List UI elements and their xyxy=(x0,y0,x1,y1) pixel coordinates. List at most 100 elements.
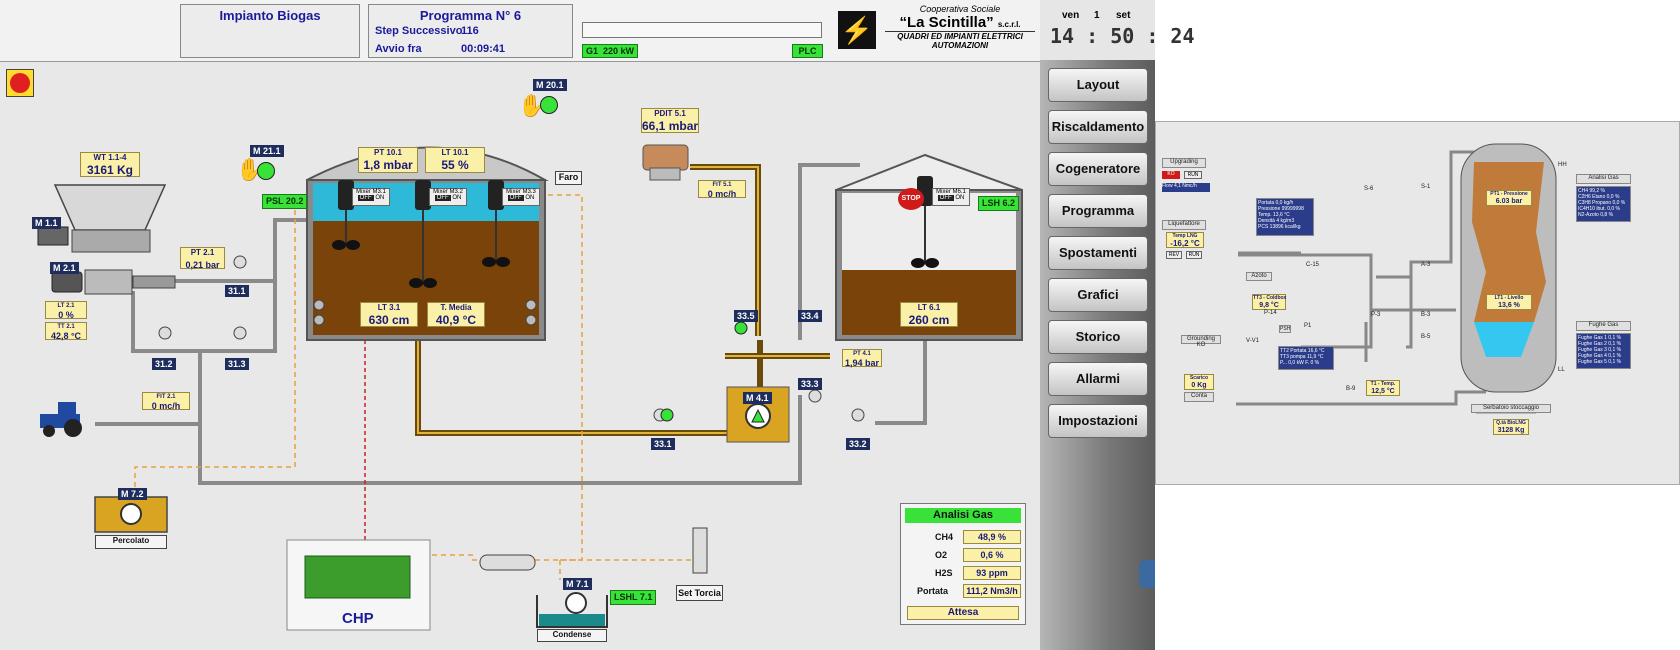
props-table: Portata 0,0 kg/h Pressione 99999998 Temp… xyxy=(1256,198,1314,236)
upgrading-label: Upgrading xyxy=(1162,158,1206,168)
clock-month: set xyxy=(1116,10,1131,21)
emergency-stop-button[interactable] xyxy=(6,69,34,97)
analisi2-row: CH4 99,2 % xyxy=(1578,188,1605,194)
gas-row-value: 111,2 Nm3/h xyxy=(963,584,1021,598)
logo-bolt-icon: ⚡ xyxy=(838,11,876,49)
tag-v313: 31.3 xyxy=(225,358,249,370)
analisi2-row: N2-Azoto 0,8 % xyxy=(1578,212,1614,218)
mixer-m61-on[interactable]: ON xyxy=(955,195,965,201)
mixer-m32-label: Mixer M3.2 xyxy=(433,189,463,195)
percolato-pump xyxy=(120,503,142,525)
separator xyxy=(642,144,689,181)
prop-row: Pressione 99999998 xyxy=(1258,206,1304,212)
tag-m21: M 21.1 xyxy=(250,145,284,157)
pump-row: P... 0,0 kW F. 0 % xyxy=(1280,360,1320,366)
g1-label: G1 xyxy=(585,46,598,56)
chp-engine xyxy=(304,555,411,599)
tag-m71: M 7.1 xyxy=(563,578,592,590)
logo-name: “La Scintilla” xyxy=(899,14,994,31)
fughe-title: Fughe Gas xyxy=(1576,321,1631,331)
clock-time: 14 : 50 : 24 xyxy=(1050,24,1195,48)
tag-v332: 33.2 xyxy=(846,438,870,450)
tag-m41: M 4.1 xyxy=(743,392,772,404)
nav-programma[interactable]: Programma xyxy=(1048,194,1148,228)
start-label: Avvio fra xyxy=(375,43,422,55)
nav-riscaldamento[interactable]: Riscaldamento xyxy=(1048,110,1148,144)
fughe-row: Fughe Gas 2 0,1 % xyxy=(1578,341,1622,347)
stop-icon[interactable]: STOP xyxy=(898,188,924,210)
valve-label: P-14 xyxy=(1264,310,1277,316)
mixer-m31-on[interactable]: ON xyxy=(375,195,385,201)
logo-line1: Cooperativa Sociale xyxy=(919,4,1001,14)
valve-label: C-15 xyxy=(1306,262,1320,268)
nav-cogeneratore[interactable]: Cogeneratore xyxy=(1048,152,1148,186)
side-tab-handle[interactable] xyxy=(1139,560,1155,588)
temp-lng-value: Temp LNG-16,2 °C xyxy=(1166,232,1204,248)
mixer-m32-off[interactable]: OFF xyxy=(434,195,451,201)
nav-storico[interactable]: Storico xyxy=(1048,320,1148,354)
gas-row-key: H2S xyxy=(935,568,953,578)
upgrading-run[interactable]: RUN xyxy=(1184,171,1202,179)
valve-label: P-3 xyxy=(1371,312,1381,318)
clock-panel: ven 1 set 14 : 50 : 24 xyxy=(1040,0,1195,60)
chp-label[interactable]: CHP xyxy=(342,610,374,627)
nav-spostamenti[interactable]: Spostamenti xyxy=(1048,236,1148,270)
torch xyxy=(692,527,708,574)
liq-run[interactable]: RUN xyxy=(1186,251,1202,259)
analisi2-row: IC4H10 ibut. 0,0 % xyxy=(1578,206,1620,212)
condense-tank xyxy=(536,595,608,628)
tag-v312: 31.2 xyxy=(152,358,176,370)
mixer-m61-off[interactable]: OFF xyxy=(937,195,954,201)
fughe-row: Fughe Gas 3 0,1 % xyxy=(1578,347,1622,353)
percolato-label: Percolato xyxy=(95,535,167,549)
mixer-m33-on[interactable]: ON xyxy=(525,195,535,201)
condense-label: Condense xyxy=(537,629,607,642)
storage-vessel xyxy=(1460,143,1557,393)
pump-row: TT3 pompa 11,9 °C xyxy=(1280,354,1324,360)
valve-label: B-3 xyxy=(1421,312,1431,318)
valve-label: B-9 xyxy=(1346,386,1356,392)
nav-impostazioni[interactable]: Impostazioni xyxy=(1048,404,1148,438)
mixer-m31-off[interactable]: OFF xyxy=(357,195,374,201)
upgrading-ko[interactable]: KO xyxy=(1162,171,1180,179)
set-torcia-button[interactable]: Set Torcia xyxy=(676,585,723,601)
gas-filter xyxy=(479,554,536,571)
fan-m21-icon[interactable] xyxy=(257,162,275,180)
alarm-icon xyxy=(10,73,30,93)
fughe-row: Fughe Gas 1 0,1 % xyxy=(1578,335,1622,341)
liq-rev[interactable]: REV xyxy=(1166,251,1182,259)
pump-table: TT2 Portata 16,6 °C TT3 pompa 11,9 °C P.… xyxy=(1278,346,1334,370)
mixer-blades xyxy=(332,240,939,288)
fan-m20-icon[interactable] xyxy=(540,96,558,114)
faro-button[interactable]: Faro xyxy=(555,171,582,185)
conta-button[interactable]: Conta xyxy=(1184,392,1214,402)
nav-allarmi[interactable]: Allarmi xyxy=(1048,362,1148,396)
nav-layout[interactable]: Layout xyxy=(1048,68,1148,102)
valve-label: A-3 xyxy=(1421,262,1431,268)
valve-open xyxy=(660,321,748,422)
valve-label: B-5 xyxy=(1421,334,1431,340)
plant-title-box: Impianto Biogas xyxy=(180,4,360,58)
upgrading-flow: Flow 4,1 Nmc/h xyxy=(1162,183,1210,192)
mixer-m33-off[interactable]: OFF xyxy=(507,195,524,201)
nav-grafici[interactable]: Grafici xyxy=(1048,278,1148,312)
mixer-m32-on[interactable]: ON xyxy=(452,195,462,201)
analisi2-row: C2H6 Etano 0,0 % xyxy=(1578,194,1620,200)
lsh6-indicator: LSH 6.2 xyxy=(978,196,1020,211)
plc-indicator: PLC xyxy=(792,44,823,58)
condense-pump xyxy=(565,592,587,614)
hopper xyxy=(37,184,167,253)
top-header: Impianto Biogas Programma N° 6 Step Succ… xyxy=(0,0,1040,62)
program-box: Programma N° 6 Step Successivo 116 Avvio… xyxy=(368,4,573,58)
